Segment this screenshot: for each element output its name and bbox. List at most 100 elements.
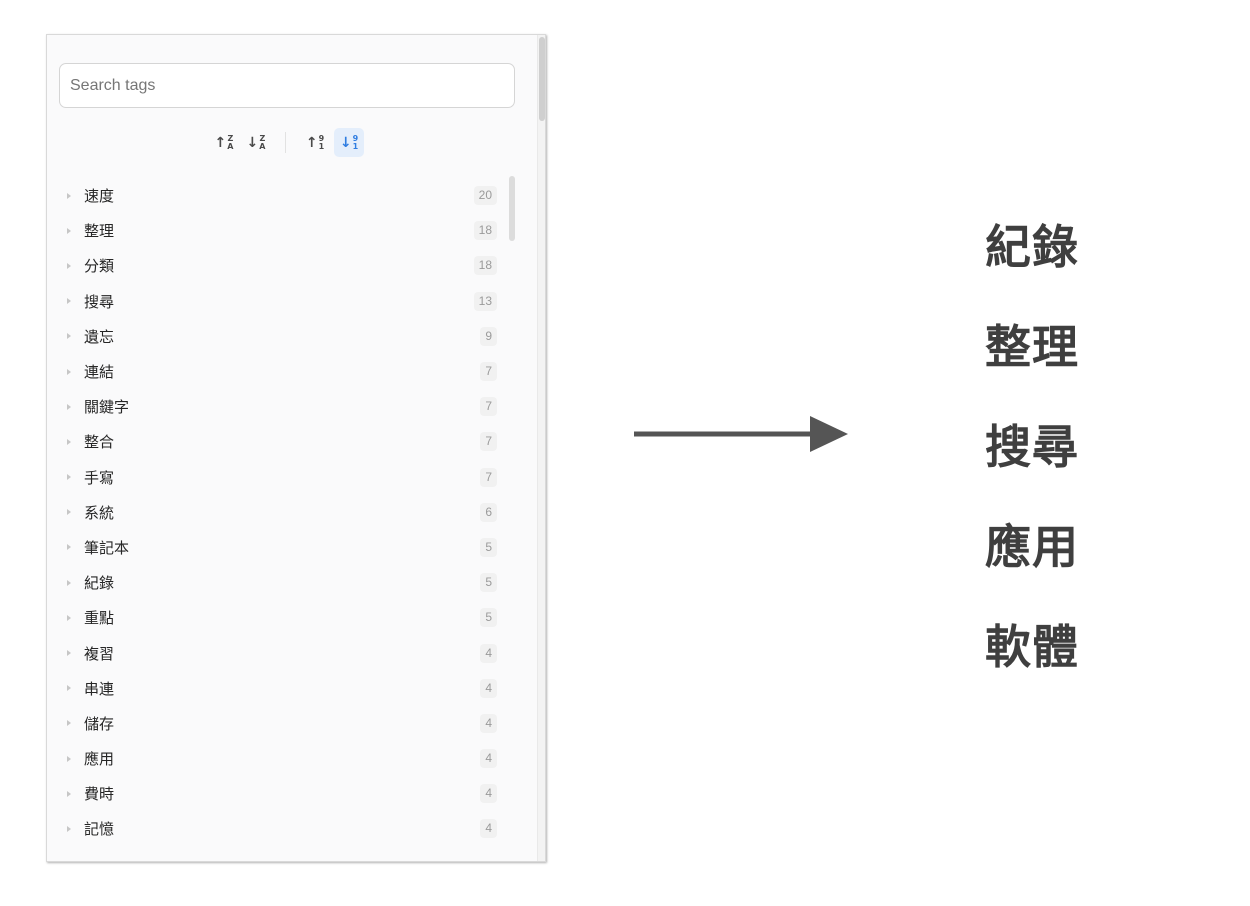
- sort-glyph-top: Z: [259, 133, 266, 143]
- tag-name: 整理: [84, 223, 115, 241]
- tag-count-badge: 18: [473, 256, 497, 276]
- tag-name: 連結: [84, 364, 115, 382]
- collapse-triangle-icon[interactable]: [67, 544, 71, 551]
- sort-glyph-top: Z: [227, 133, 234, 143]
- tag-name: 儲存: [84, 715, 115, 733]
- collapse-triangle-icon[interactable]: [67, 685, 71, 692]
- arrow-down-icon: ↓: [246, 134, 259, 151]
- collapse-triangle-icon[interactable]: [67, 368, 71, 375]
- result-word: 應用: [985, 521, 1079, 573]
- tag-count-badge: 7: [480, 467, 497, 487]
- tag-count-badge: 7: [480, 362, 497, 382]
- tag-count-badge: 20: [473, 186, 497, 206]
- tag-name: 筆記本: [84, 539, 130, 557]
- arrow-up-icon: ↑: [214, 134, 227, 151]
- sort-name-descending-button[interactable]: ↓ Z A: [241, 128, 271, 157]
- result-word: 紀錄: [985, 221, 1079, 273]
- pane-scrollbar[interactable]: [537, 35, 545, 861]
- tag-row[interactable]: 連結 7: [47, 354, 517, 389]
- tag-row[interactable]: 整理 18: [47, 213, 517, 248]
- sort-glyph-top: 9: [352, 133, 359, 143]
- tag-row[interactable]: 重點 5: [47, 600, 517, 635]
- collapse-triangle-icon[interactable]: [67, 298, 71, 305]
- tag-count-badge: 4: [480, 749, 497, 769]
- tag-name: 搜尋: [84, 293, 115, 311]
- collapse-triangle-icon[interactable]: [67, 825, 71, 832]
- collapse-triangle-icon[interactable]: [67, 755, 71, 762]
- tag-name: 複習: [84, 645, 115, 663]
- tag-row[interactable]: 儲存 4: [47, 706, 517, 741]
- sort-count-descending-button[interactable]: ↓ 9 1: [334, 128, 364, 157]
- tag-list-scrollbar[interactable]: [509, 176, 515, 241]
- tag-count-badge: 4: [480, 784, 497, 804]
- sort-numeric-icon: 9 1: [318, 133, 325, 151]
- tag-name: 應用: [84, 751, 115, 769]
- tag-count-badge: 18: [473, 221, 497, 241]
- toolbar-divider: [285, 132, 286, 153]
- collapse-triangle-icon[interactable]: [67, 790, 71, 797]
- tag-count-badge: 4: [480, 678, 497, 698]
- tag-name: 遺忘: [84, 328, 115, 346]
- tag-count-badge: 4: [480, 713, 497, 733]
- right-arrow-icon: [634, 416, 848, 452]
- tag-row[interactable]: 應用 4: [47, 741, 517, 776]
- tag-count-badge: 5: [480, 573, 497, 593]
- tag-row[interactable]: 費時 4: [47, 776, 517, 811]
- collapse-triangle-icon[interactable]: [67, 192, 71, 199]
- tag-row[interactable]: 分類 18: [47, 248, 517, 283]
- arrow-down-icon: ↓: [339, 134, 352, 151]
- collapse-triangle-icon[interactable]: [67, 474, 71, 481]
- result-word: 搜尋: [985, 421, 1079, 473]
- sort-glyph-top: 9: [318, 133, 325, 143]
- sort-glyph-bottom: A: [259, 141, 266, 151]
- collapse-triangle-icon[interactable]: [67, 333, 71, 340]
- tag-name: 關鍵字: [84, 399, 130, 417]
- tag-count-badge: 7: [480, 397, 497, 417]
- collapse-triangle-icon[interactable]: [67, 403, 71, 410]
- sort-count-ascending-button[interactable]: ↑ 9 1: [300, 128, 330, 157]
- tag-count-badge: 4: [480, 643, 497, 663]
- tag-name: 費時: [84, 786, 115, 804]
- tag-row[interactable]: 遺忘 9: [47, 319, 517, 354]
- tag-row[interactable]: 筆記本 5: [47, 530, 517, 565]
- tag-name: 重點: [84, 610, 115, 628]
- tag-row[interactable]: 複習 4: [47, 635, 517, 670]
- tag-name: 手寫: [84, 469, 115, 487]
- sort-alpha-icon: Z A: [259, 133, 266, 151]
- sort-name-ascending-button[interactable]: ↑ Z A: [209, 128, 239, 157]
- tag-row[interactable]: 手寫 7: [47, 460, 517, 495]
- collapse-triangle-icon[interactable]: [67, 614, 71, 621]
- tag-count-badge: 5: [480, 537, 497, 557]
- collapse-triangle-icon[interactable]: [67, 579, 71, 586]
- tag-pane: ↑ Z A ↓ Z A ↑ 9 1 ↓ 9 1: [46, 34, 546, 862]
- tag-count-badge: 5: [480, 608, 497, 628]
- tag-count-badge: 9: [480, 326, 497, 346]
- search-tags-input[interactable]: [59, 63, 515, 108]
- pane-scrollbar-thumb[interactable]: [539, 37, 545, 121]
- result-tag-list: 紀錄 整理 搜尋 應用 軟體: [985, 197, 1185, 697]
- sort-glyph-bottom: A: [227, 141, 234, 151]
- collapse-triangle-icon[interactable]: [67, 227, 71, 234]
- tag-row[interactable]: 關鍵字 7: [47, 389, 517, 424]
- tag-row[interactable]: 紀錄 5: [47, 565, 517, 600]
- tag-name: 分類: [84, 258, 115, 276]
- result-word: 整理: [985, 321, 1079, 373]
- sort-alpha-icon: Z A: [227, 133, 234, 151]
- sort-glyph-bottom: 1: [352, 141, 359, 151]
- tag-name: 紀錄: [84, 575, 115, 593]
- tag-count-badge: 7: [480, 432, 497, 452]
- collapse-triangle-icon[interactable]: [67, 509, 71, 516]
- collapse-triangle-icon[interactable]: [67, 438, 71, 445]
- collapse-triangle-icon[interactable]: [67, 650, 71, 657]
- result-word: 軟體: [985, 621, 1079, 673]
- collapse-triangle-icon[interactable]: [67, 262, 71, 269]
- tag-name: 記憶: [84, 821, 115, 839]
- collapse-triangle-icon[interactable]: [67, 720, 71, 727]
